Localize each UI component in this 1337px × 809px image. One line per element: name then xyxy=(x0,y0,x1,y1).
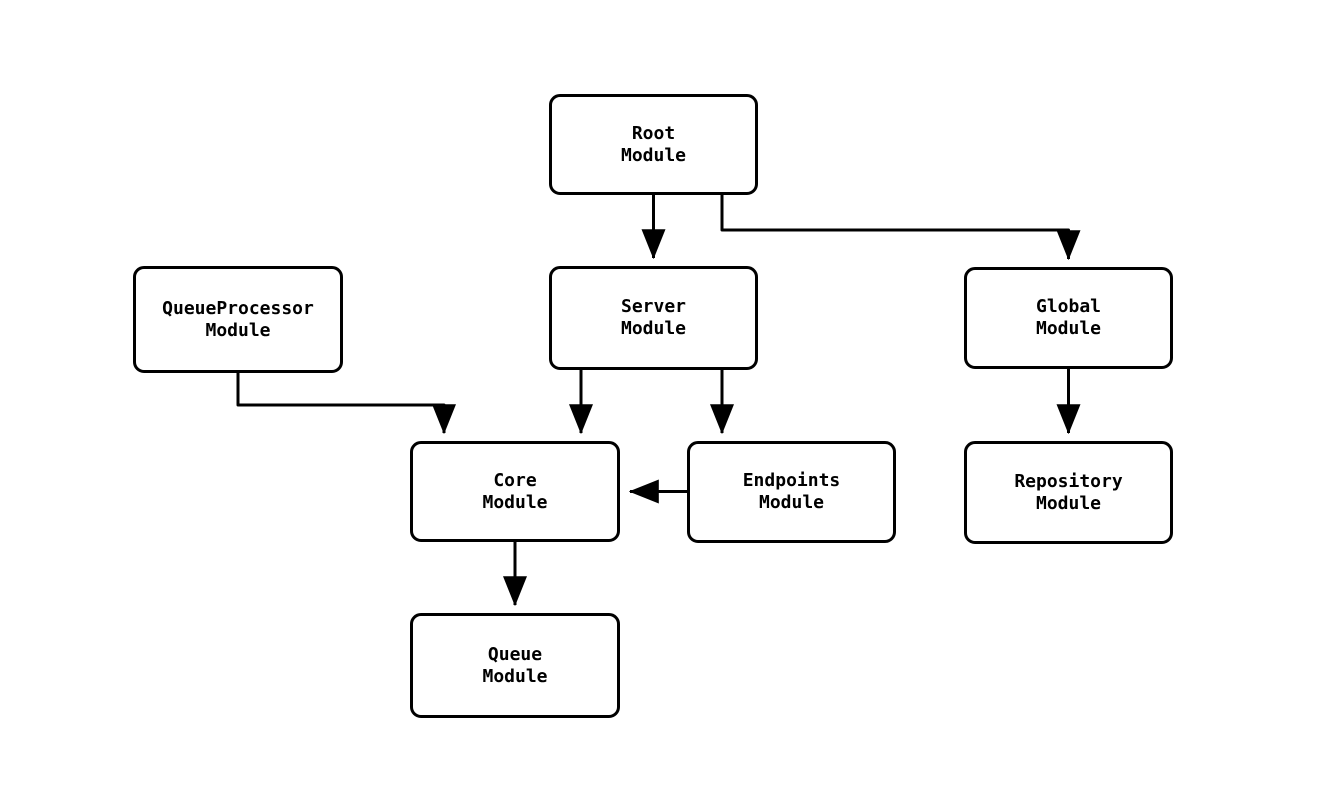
node-root-module-line2: Module xyxy=(620,144,687,166)
node-core-module[interactable]: Core Module xyxy=(410,441,620,542)
node-server-module[interactable]: Server Module xyxy=(549,266,758,370)
node-core-module-line1: Core xyxy=(493,469,537,491)
node-repository-module[interactable]: Repository Module xyxy=(964,441,1173,544)
node-queueprocessor-module-line1: QueueProcessor xyxy=(162,297,314,319)
node-queue-module[interactable]: Queue Module xyxy=(410,613,620,718)
node-queue-module-line1: Queue xyxy=(487,643,543,665)
node-server-module-line1: Server xyxy=(620,296,687,317)
node-endpoints-module-line1: Endpoints xyxy=(742,470,841,491)
node-global-module-line2: Module xyxy=(1035,318,1102,339)
node-repository-module-line2: Module xyxy=(1035,492,1102,514)
node-global-module[interactable]: Global Module xyxy=(964,267,1173,369)
node-repository-module-line1: Repository xyxy=(1014,470,1123,492)
node-endpoints-module[interactable]: Endpoints Module xyxy=(687,441,896,543)
node-queueprocessor-module-line2: Module xyxy=(205,319,271,341)
edge-root-to-global xyxy=(720,195,1081,261)
edge-queueprocessor-to-core xyxy=(236,373,456,435)
node-global-module-line1: Global xyxy=(1035,296,1102,317)
node-endpoints-module-line2: Module xyxy=(758,492,825,513)
node-server-module-line2: Module xyxy=(620,318,687,339)
node-queue-module-line2: Module xyxy=(482,665,548,687)
node-root-module[interactable]: Root Module xyxy=(549,94,758,195)
node-core-module-line2: Module xyxy=(482,491,548,513)
node-queueprocessor-module[interactable]: QueueProcessor Module xyxy=(133,266,343,373)
node-root-module-line1: Root xyxy=(631,122,676,144)
